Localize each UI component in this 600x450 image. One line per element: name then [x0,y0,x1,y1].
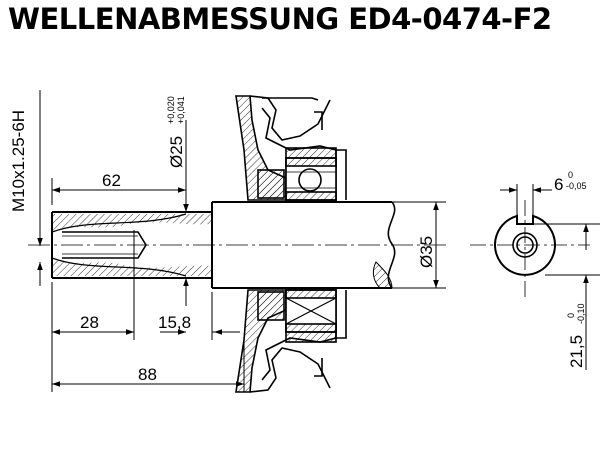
shaft-dia-tol-upper: +0,020 [166,96,176,124]
end-view-bore-outer [512,232,538,258]
shaft-break [387,201,396,289]
length-28-label: 28 [80,313,99,332]
housing-upper-slot [314,111,323,130]
drawing-title: WELLENABMESSUNG ED4-0474-F2 [8,2,552,36]
housing-lower [249,347,331,393]
length-15-8-label: 15,8 [158,313,191,332]
key-depth-tol-lower: -0,10 [576,303,586,324]
dimension-labels: M10x1.25-6H Ø25 +0,020 +0,041 62 28 15,8… [9,96,587,384]
crankshaft [51,201,396,289]
housing-upper-top [262,97,319,101]
key-width-label: 6 [554,175,563,194]
length-88-label: 88 [138,365,157,384]
end-view-bore-inner [516,236,534,254]
key-width-tol-upper: 0 [568,170,573,180]
shaft-end-view [470,184,600,370]
end-view-outline [494,214,556,276]
shaft-break-hatch [372,261,393,289]
bearing-dia-label: Ø35 [417,236,436,268]
crankcase-section [235,95,347,393]
housing-right-upper [336,149,347,200]
shaft-dia-label: Ø25 [167,136,186,168]
bearing-upper [257,157,337,201]
key-depth-label: 21,5 [567,335,586,368]
bearing-ball-upper [298,168,322,192]
length-62-label: 62 [102,171,121,190]
key-depth-tol-upper: 0 [566,313,576,318]
housing-right-lower [336,290,347,339]
housing-lower-slot [314,358,323,377]
thread-break-lower [51,257,187,277]
thread-break-upper [51,213,187,233]
thread-label: M10x1.25-6H [9,110,28,212]
key-width-tol-lower: -0,05 [566,181,587,191]
bearing-lower [257,289,337,333]
dimension-lines [37,90,446,392]
housing-upper [249,95,331,141]
shaft-dia-tol-lower: +0,041 [176,96,186,124]
